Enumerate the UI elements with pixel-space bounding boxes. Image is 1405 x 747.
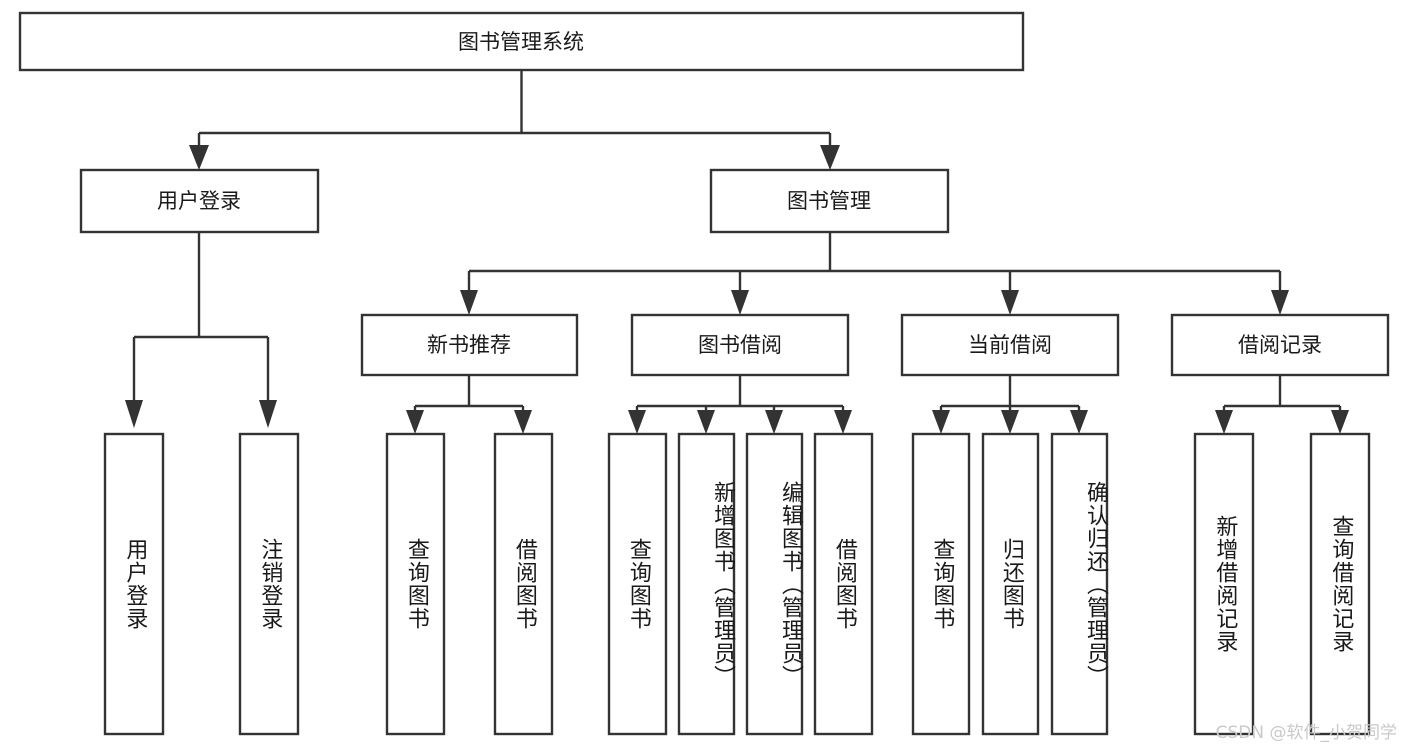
arrow-head-user-login	[189, 145, 209, 170]
connector-group-borrow-record	[1215, 375, 1349, 434]
node-book-borrow-label: 图书借阅	[698, 333, 782, 357]
connector-group-book-management	[460, 232, 1289, 315]
arrow-head-leaf-query-book-2	[628, 410, 646, 434]
connector-group-root	[189, 70, 840, 170]
node-new-book-recommend[interactable]	[360, 313, 579, 377]
arrow-head-book-management	[820, 145, 840, 170]
node-leaf-query-record[interactable]	[1309, 432, 1371, 736]
node-leaf-add-book[interactable]	[677, 432, 736, 736]
arrow-head-leaf-return-book	[1001, 410, 1019, 434]
node-leaf-confirm-return[interactable]	[1050, 432, 1109, 736]
node-current-borrow-label: 当前借阅	[968, 333, 1052, 357]
arrow-head-leaf-query-record	[1331, 410, 1349, 434]
connector-group-user-login	[125, 232, 277, 428]
node-borrow-record-label: 借阅记录	[1238, 333, 1322, 357]
connector-group-current-borrow	[932, 375, 1088, 434]
arrow-head-book-borrow	[731, 290, 749, 315]
node-current-borrow[interactable]	[900, 313, 1120, 377]
arrow-head-leaf-borrow-book-2	[834, 410, 852, 434]
arrow-head-current-borrow	[1001, 290, 1019, 315]
node-leaf-edit-book[interactable]	[745, 432, 804, 736]
node-leaf-logout-login[interactable]	[238, 432, 300, 736]
arrow-head-leaf-query-book-3	[932, 410, 950, 434]
node-root-label: 图书管理系统	[458, 30, 584, 54]
connector-group-new-book-recommend	[406, 375, 532, 434]
connector-group-book-borrow	[628, 375, 852, 434]
node-leaf-borrow-book-2[interactable]	[813, 432, 874, 736]
node-book-management-label: 图书管理	[787, 189, 871, 213]
node-book-borrow[interactable]	[630, 313, 850, 377]
node-leaf-return-book[interactable]	[981, 432, 1040, 736]
arrow-head-leaf-add-record	[1215, 410, 1233, 434]
watermark-text: CSDN @软件_小贺同学	[1215, 723, 1397, 743]
node-new-book-recommend-label: 新书推荐	[427, 333, 511, 357]
node-leaf-borrow-book-1[interactable]	[493, 432, 554, 736]
node-leaf-query-book-1[interactable]	[385, 432, 446, 736]
node-user-login[interactable]	[79, 168, 320, 234]
node-leaf-add-record[interactable]	[1193, 432, 1255, 736]
arrow-head-leaf-confirm-return	[1070, 410, 1088, 434]
node-book-management[interactable]	[709, 168, 950, 234]
arrow-head-leaf-logout-login	[259, 400, 277, 428]
arrow-head-leaf-add-book	[697, 410, 715, 434]
node-leaf-query-book-2[interactable]	[607, 432, 668, 736]
arrow-head-leaf-borrow-book-1	[514, 410, 532, 434]
node-borrow-record[interactable]	[1170, 313, 1390, 377]
node-root[interactable]	[18, 11, 1025, 72]
arrow-head-new-book-recommend	[460, 290, 478, 315]
node-leaf-query-book-3[interactable]	[911, 432, 971, 736]
arrow-head-borrow-record	[1271, 290, 1289, 315]
node-user-login-label: 用户登录	[157, 189, 241, 213]
arrow-head-leaf-edit-book	[765, 410, 783, 434]
arrow-head-leaf-query-book-1	[406, 410, 424, 434]
arrow-head-leaf-user-login	[125, 400, 143, 428]
node-leaf-user-login[interactable]	[103, 432, 165, 736]
